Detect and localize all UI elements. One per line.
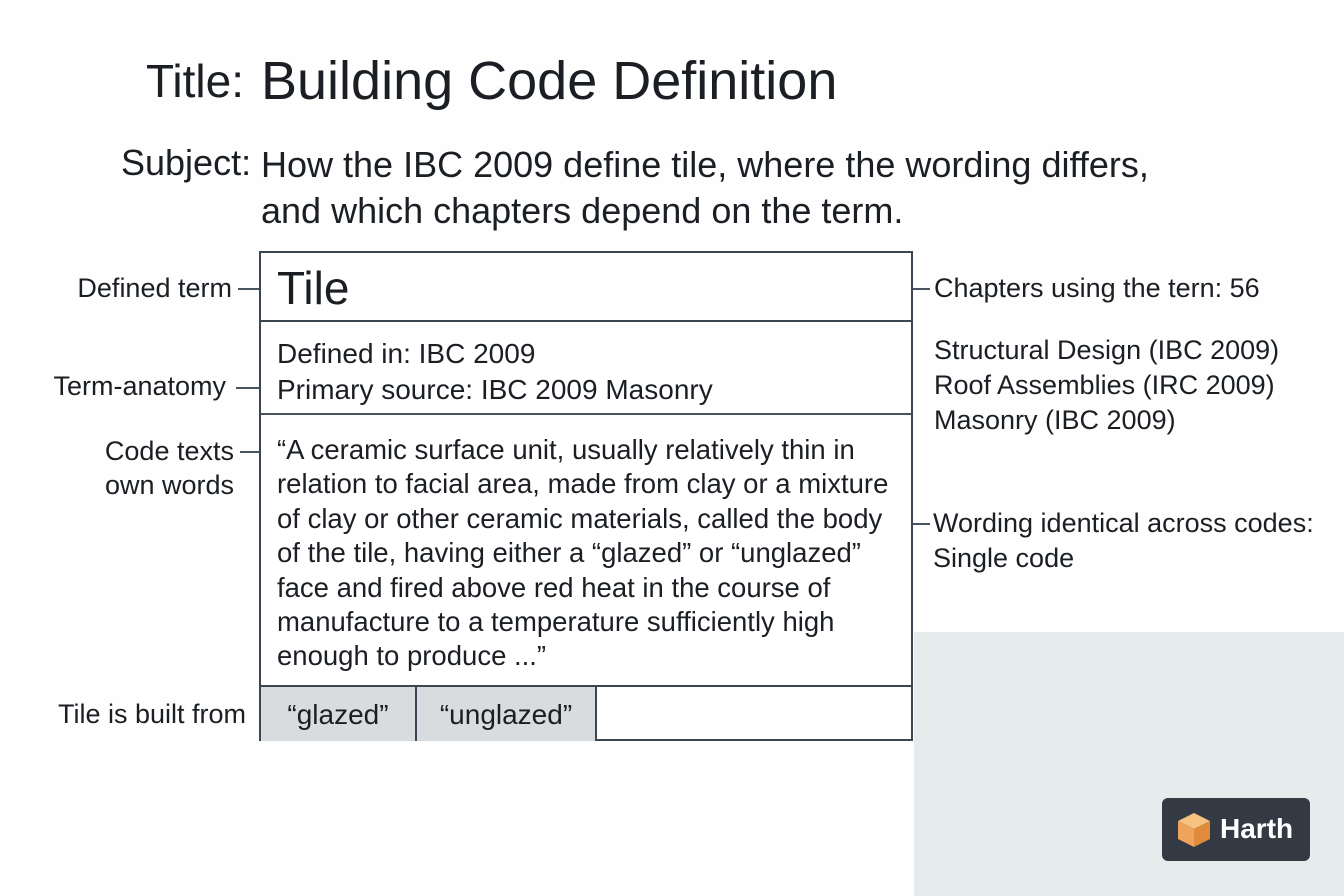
subject-line: How the IBC 2009 define tile, where the … bbox=[261, 144, 1149, 185]
connector-wording bbox=[913, 523, 930, 525]
subject-line: and which chapters depend on the term. bbox=[261, 190, 904, 231]
label-term-anatomy: Term-anatomy bbox=[53, 371, 226, 401]
wording-line: Wording identical across codes: bbox=[933, 508, 1314, 538]
quote-line: of clay or other ceramic materials, call… bbox=[277, 502, 883, 534]
label-code-texts: Code texts own words bbox=[80, 434, 234, 502]
chapters-list: Structural Design (IBC 2009) Roof Assemb… bbox=[934, 333, 1279, 438]
quote-line: relation to facial area, made from clay … bbox=[277, 468, 889, 500]
defined-term: Tile bbox=[277, 262, 350, 314]
subject-text: How the IBC 2009 define tile, where the … bbox=[261, 142, 1221, 234]
wording-line: Single code bbox=[933, 543, 1075, 573]
definition-quote: “A ceramic surface unit, usually relativ… bbox=[277, 433, 897, 674]
chapter-item: Masonry (IBC 2009) bbox=[934, 405, 1176, 435]
connector-defined-term bbox=[238, 288, 259, 290]
quote-line: face and fired above red heat in the cou… bbox=[277, 571, 831, 603]
quote-line: “A ceramic surface unit, usually relativ… bbox=[277, 434, 855, 465]
part-unglazed: “unglazed” bbox=[417, 687, 597, 741]
quote-row: “A ceramic surface unit, usually relativ… bbox=[261, 415, 911, 687]
label-built-from: Tile is built from bbox=[57, 699, 246, 729]
chapter-item: Roof Assemblies (IRC 2009) bbox=[934, 370, 1275, 400]
anatomy-row: Defined in: IBC 2009 Primary source: IBC… bbox=[261, 322, 911, 415]
title-label: Title: bbox=[146, 55, 244, 107]
part-glazed: “glazed” bbox=[261, 687, 417, 741]
anatomy-text: Defined in: IBC 2009 Primary source: IBC… bbox=[277, 336, 713, 408]
subject-label: Subject: bbox=[121, 142, 252, 183]
label-defined-term: Defined term bbox=[77, 273, 232, 303]
logo-text: Harth bbox=[1220, 813, 1294, 844]
label-line: own words bbox=[104, 470, 234, 500]
chapters-count: Chapters using the tern: 56 bbox=[934, 273, 1260, 303]
connector-chapters bbox=[913, 288, 930, 290]
defined-in: Defined in: IBC 2009 bbox=[277, 338, 536, 369]
definition-card: Tile Defined in: IBC 2009 Primary source… bbox=[259, 251, 913, 741]
harth-box-icon bbox=[1178, 813, 1210, 847]
connector-code-texts bbox=[240, 451, 259, 453]
quote-line: enough to produce ...” bbox=[277, 640, 547, 672]
term-row: Tile bbox=[261, 253, 911, 322]
harth-logo: Harth bbox=[1162, 798, 1310, 861]
quote-line: of the tile, having either a “glazed” or… bbox=[277, 537, 861, 569]
connector-term-anatomy bbox=[236, 387, 259, 389]
parts-row: “glazed” “unglazed” bbox=[261, 687, 911, 741]
wording-note: Wording identical across codes: Single c… bbox=[933, 506, 1314, 576]
label-line: Code texts bbox=[104, 436, 234, 466]
quote-line: manufacture to a temperature sufficientl… bbox=[277, 606, 835, 638]
page-title: Building Code Definition bbox=[261, 51, 838, 111]
primary-source: Primary source: IBC 2009 Masonry bbox=[277, 374, 713, 405]
chapter-item: Structural Design (IBC 2009) bbox=[934, 335, 1280, 365]
